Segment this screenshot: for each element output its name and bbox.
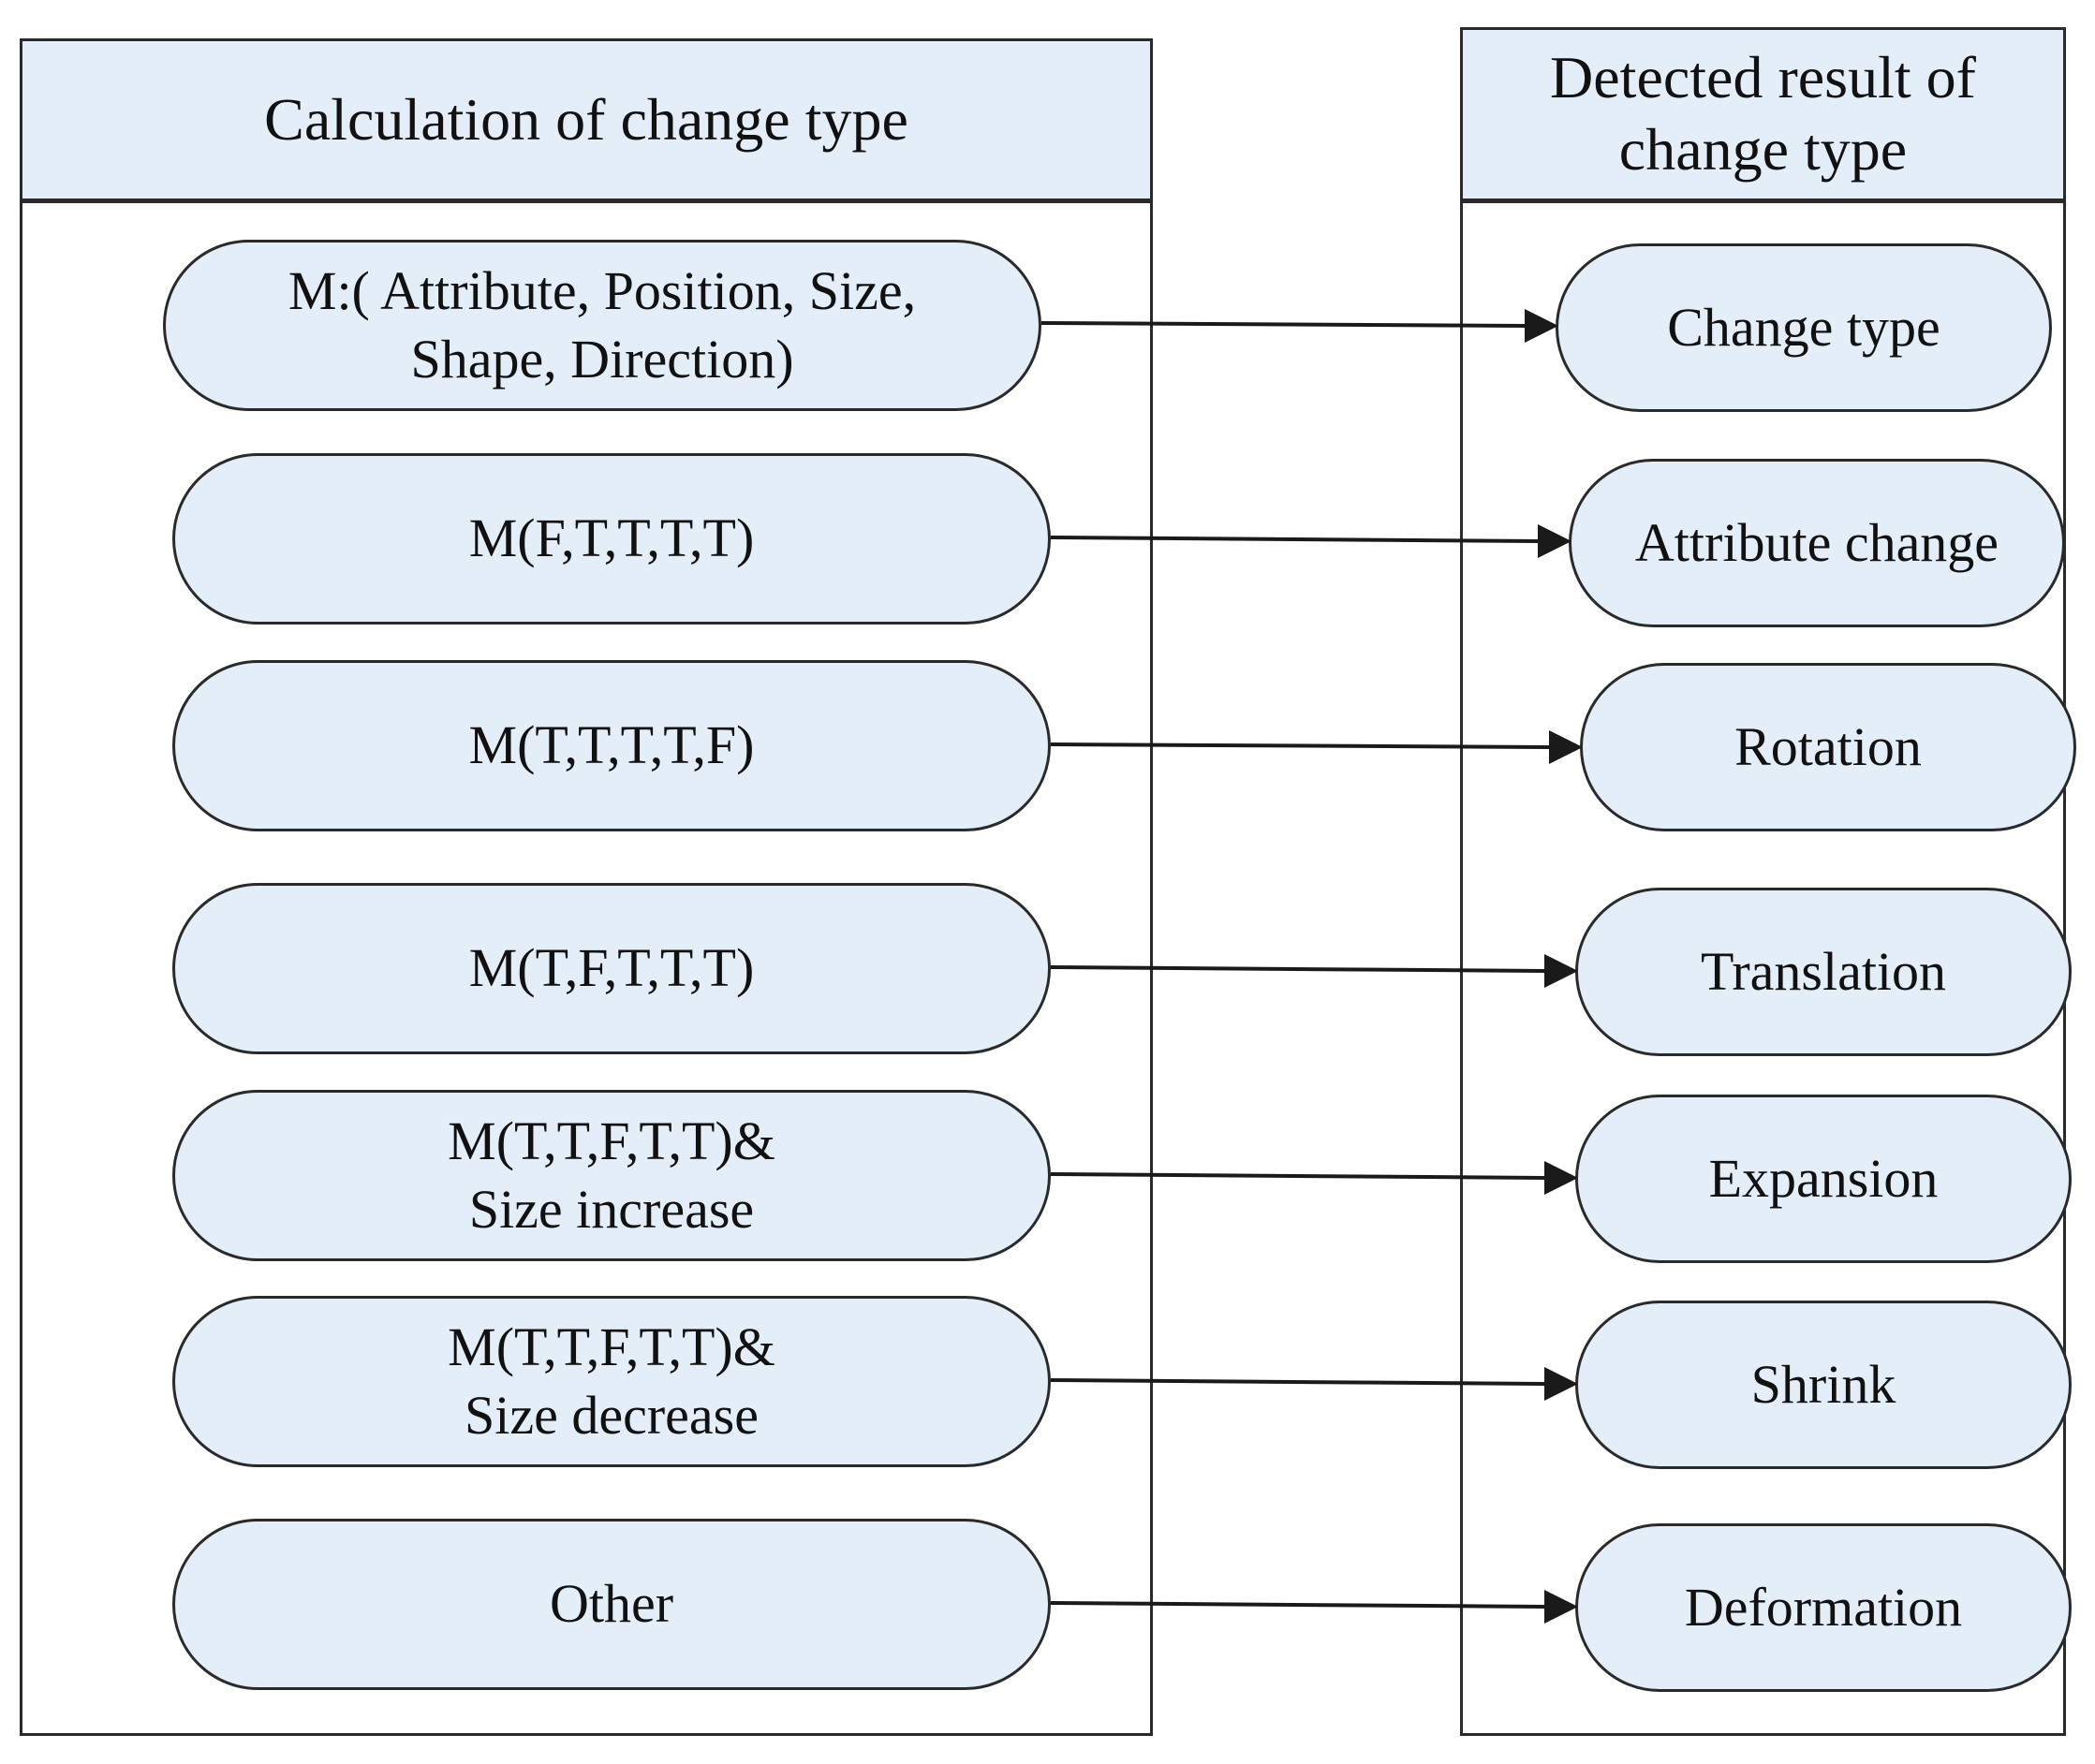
result-panel-title: Detected result of change type — [1463, 30, 2063, 203]
result-node-expansion: Expansion — [1575, 1095, 2072, 1263]
result-node-attribute-change: Attribute change — [1569, 459, 2065, 627]
condition-header-node: M:( Attribute, Position, Size, Shape, Di… — [163, 240, 1041, 411]
calculation-panel-title: Calculation of change type — [22, 41, 1150, 203]
result-node-rotation: Rotation — [1580, 663, 2076, 831]
condition-node-shrink: M(T,T,F,T,T)& Size decrease — [172, 1296, 1051, 1467]
result-node-deformation: Deformation — [1575, 1523, 2072, 1692]
condition-node-translation: M(T,F,T,T,T) — [172, 883, 1051, 1054]
condition-node-other: Other — [172, 1519, 1051, 1690]
result-node-translation: Translation — [1575, 888, 2072, 1056]
condition-node-rotation: M(T,T,T,T,F) — [172, 660, 1051, 831]
condition-node-attribute: M(F,T,T,T,T) — [172, 453, 1051, 625]
result-node-change-type: Change type — [1556, 243, 2052, 412]
result-node-shrink: Shrink — [1575, 1301, 2072, 1469]
condition-node-expansion: M(T,T,F,T,T)& Size increase — [172, 1090, 1051, 1261]
